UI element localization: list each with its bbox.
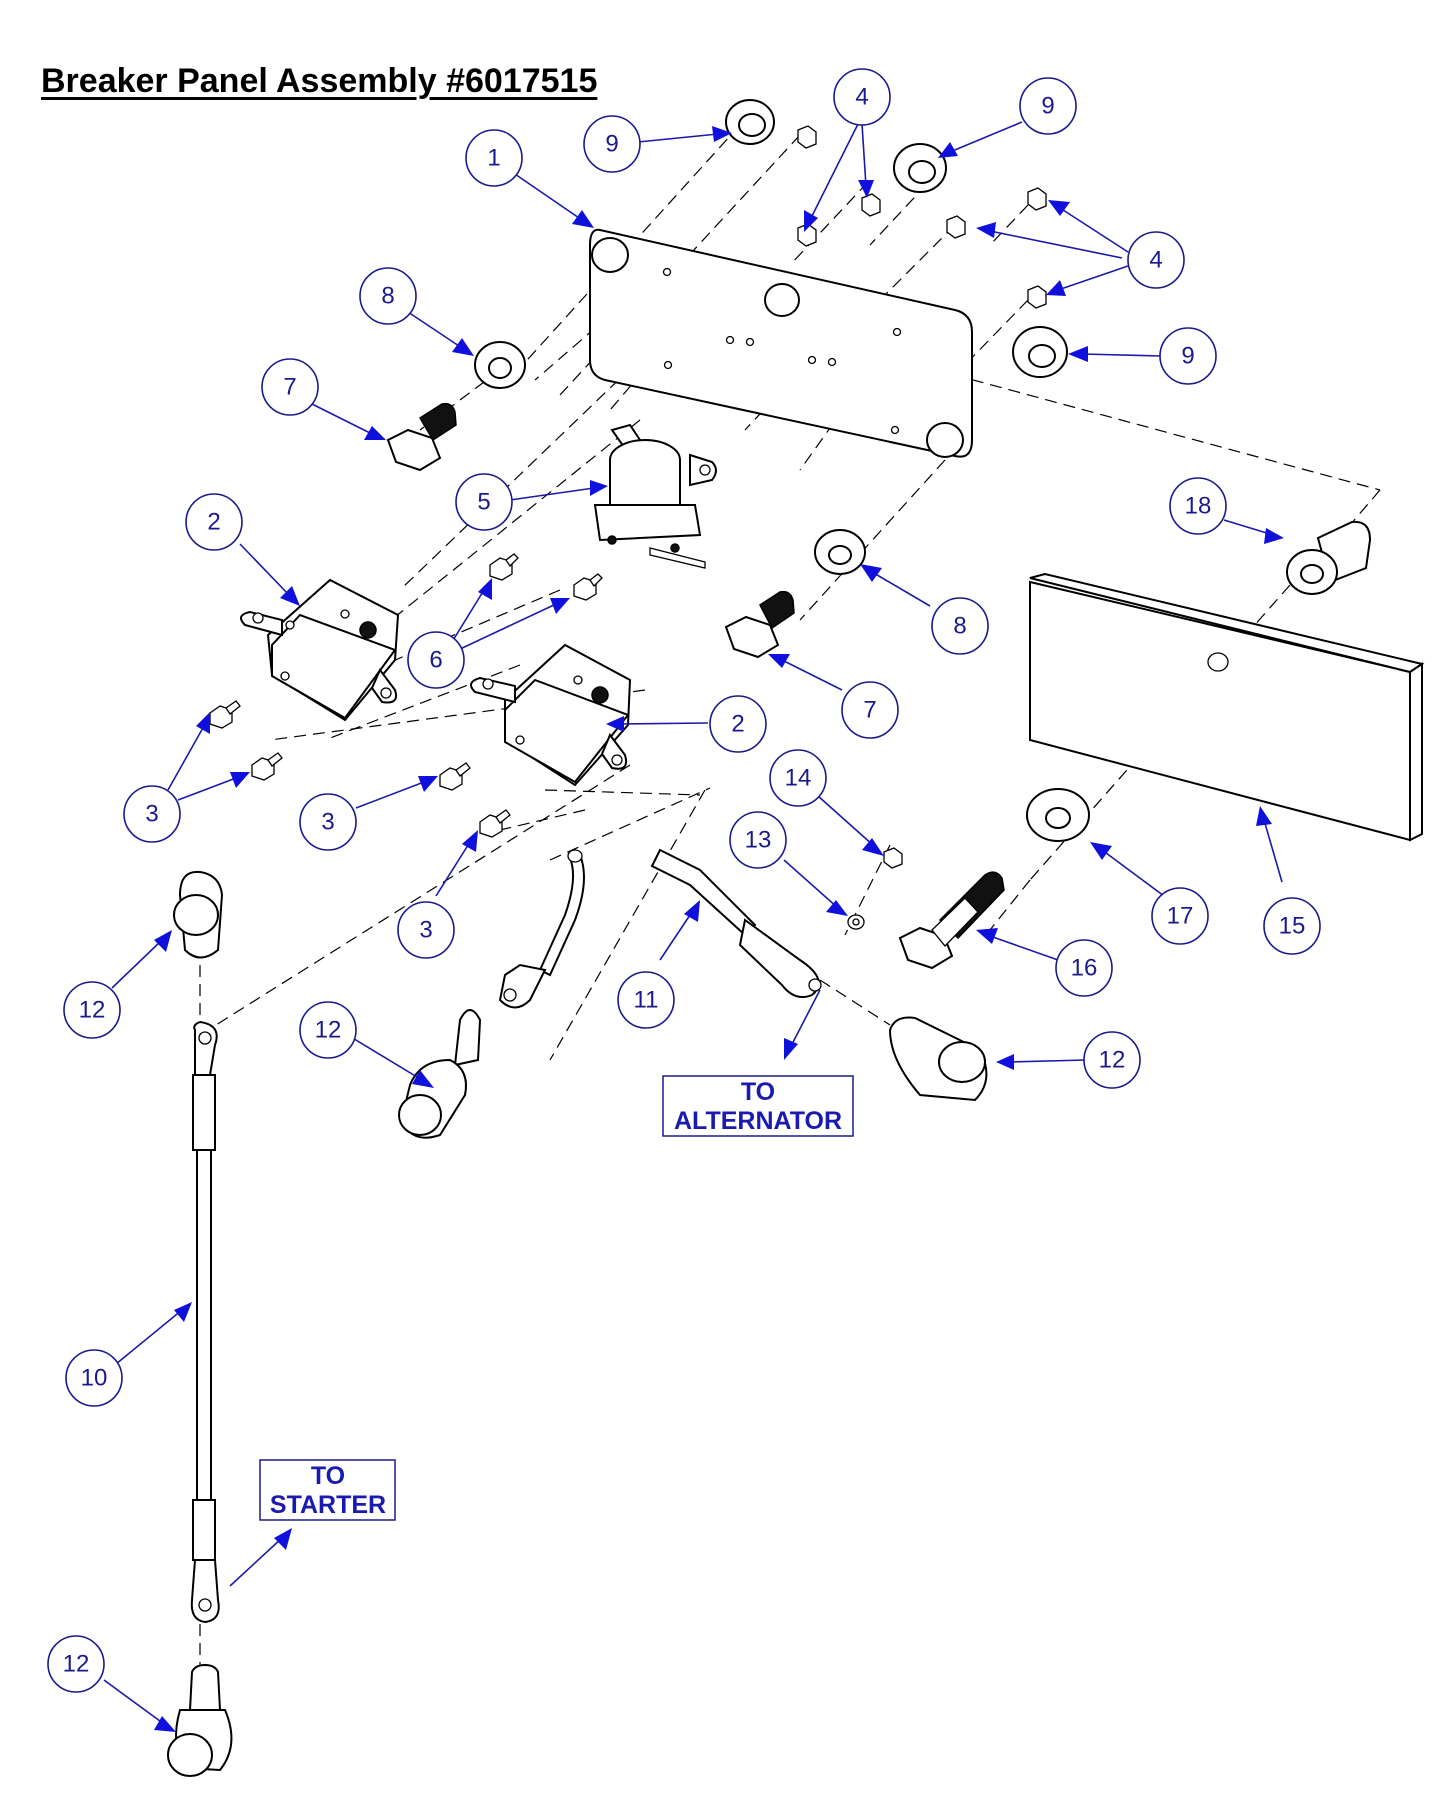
circuit-breaker-left [240,578,400,722]
note-to-starter: TO STARTER [259,1459,396,1521]
svg-text:18: 18 [1185,493,1212,520]
svg-text:9: 9 [1041,93,1054,120]
callout-2-left: 2 [185,493,243,551]
mounting-plate [589,228,973,458]
bolt-left [386,402,457,472]
svg-text:ALTERNATOR: ALTERNATOR [674,1107,842,1135]
callout-13: 13 [729,811,787,869]
screws-breakers [209,700,511,838]
svg-text:9: 9 [605,131,618,158]
callout-12-right: 12 [1083,1031,1141,1089]
svg-text:5: 5 [477,489,490,516]
svg-text:4: 4 [855,84,868,111]
svg-text:16: 16 [1071,955,1098,982]
terminal-boot-bottom [167,1663,233,1777]
small-nut [883,847,903,869]
svg-text:12: 12 [63,1651,90,1678]
svg-text:10: 10 [81,1365,108,1392]
svg-text:15: 15 [1279,913,1306,940]
callout-1: 1 [465,129,523,187]
washer-middle [814,529,866,575]
callout-8-left: 8 [359,267,417,325]
callout-9-top-left: 9 [583,115,641,173]
callout-9-right: 9 [1159,327,1217,385]
callout-18: 18 [1169,477,1227,535]
svg-text:12: 12 [79,997,106,1024]
mounting-board [1029,572,1425,842]
nuts [797,125,1047,309]
svg-text:2: 2 [731,711,744,738]
terminal-boot-right [888,1016,988,1102]
callout-11: 11 [617,971,675,1029]
bolt-middle [724,590,795,659]
svg-text:11: 11 [634,987,659,1014]
svg-text:3: 3 [321,809,334,836]
svg-text:STARTER: STARTER [270,1491,386,1519]
circuit-breaker-right [470,643,632,787]
svg-text:13: 13 [745,827,772,854]
svg-text:7: 7 [283,374,296,401]
svg-text:2: 2 [207,509,220,536]
screws-solenoid [489,553,603,601]
svg-text:7: 7 [863,697,876,724]
svg-text:6: 6 [429,647,442,674]
svg-text:14: 14 [785,765,812,792]
grommet-right [1012,326,1068,378]
solenoid [593,423,717,569]
terminal-boot-top-left [173,870,224,959]
svg-text:TO: TO [311,1462,345,1490]
svg-text:17: 17 [1167,903,1194,930]
callout-10: 10 [65,1349,123,1407]
svg-text:TO: TO [741,1078,775,1106]
callout-16: 16 [1055,939,1113,997]
svg-text:3: 3 [145,801,158,828]
callout-6: 6 [407,631,465,689]
alternator-cable [498,848,822,1009]
callout-12-bottom: 12 [47,1635,105,1693]
callout-9-top-right: 9 [1019,77,1077,135]
spacer [1286,520,1372,595]
grommet-top-left [725,99,775,145]
callout-7-middle: 7 [841,681,899,739]
callout-12-middle: 12 [299,1001,357,1059]
grommet-top-right [893,143,947,193]
callout-3-left: 3 [123,785,181,843]
callout-4-top: 4 [833,68,891,126]
callout-12-top-left: 12 [63,981,121,1039]
callout-3-middle: 3 [299,793,357,851]
svg-text:8: 8 [381,283,394,310]
svg-text:4: 4 [1149,247,1162,274]
callout-8-middle: 8 [931,597,989,655]
svg-text:1: 1 [487,145,500,172]
callout-5: 5 [455,473,513,531]
callout-leaders [103,121,1284,1732]
svg-text:3: 3 [419,917,432,944]
svg-text:12: 12 [315,1017,342,1044]
svg-text:12: 12 [1099,1047,1126,1074]
callout-17: 17 [1151,887,1209,945]
washer-large [1026,788,1090,842]
note-to-alternator: TO ALTERNATOR [662,1075,854,1137]
svg-text:9: 9 [1181,343,1194,370]
long-bolt [898,871,1005,970]
callout-14: 14 [769,749,827,807]
washer-left [474,341,526,389]
small-washer [847,914,865,930]
callout-7-left: 7 [261,358,319,416]
starter-cable [190,1020,220,1624]
page-title: Breaker Panel Assembly #6017515 [41,62,598,100]
callout-4-right: 4 [1127,231,1185,289]
callout-2-right: 2 [709,695,767,753]
svg-text:8: 8 [953,613,966,640]
callout-3-lower: 3 [397,901,455,959]
callout-15: 15 [1263,897,1321,955]
